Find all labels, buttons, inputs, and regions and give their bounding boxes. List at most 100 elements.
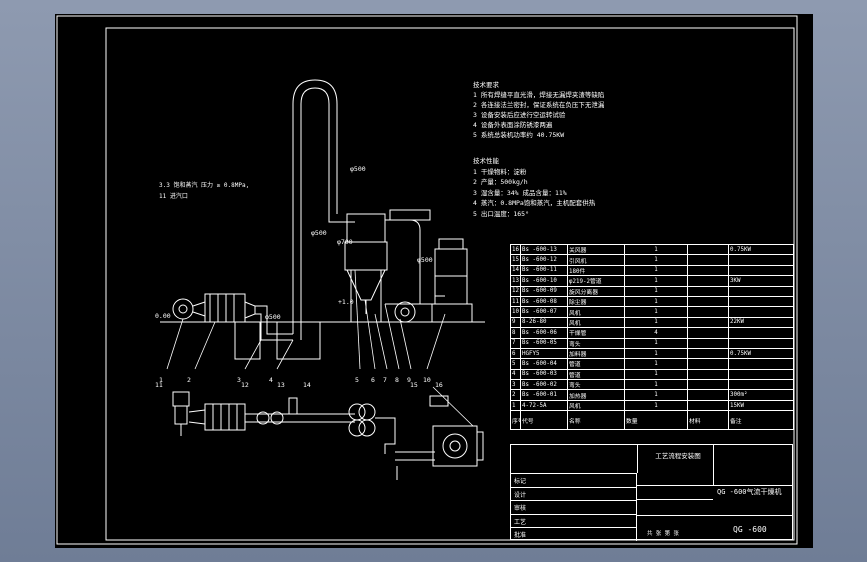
bom-no: 16 [510,243,521,256]
bom-name: 弯头 [567,337,625,349]
callout-6: 6 [371,376,375,384]
bom-material [687,254,729,266]
elevation-view [160,79,485,360]
bom-note: 0.75KW [728,347,794,360]
bom-no: 13 [510,275,521,287]
bom-name: 除尘器 [567,295,625,308]
bom-qty: 4 [624,327,688,339]
bom-no: 14 [510,264,521,277]
callout-12: 12 [241,381,249,389]
bom-code: Bs -600-01 [520,389,568,401]
callout-14: 14 [303,381,311,389]
drying-tube [292,79,338,334]
bom-note [728,295,794,308]
dim-label: φ500 [311,229,327,237]
fan-9 [394,301,416,323]
cad-drawing [56,15,798,545]
dim-label: φ500 [350,165,366,173]
bom-code: HGFY5 [520,347,568,360]
bom-note [728,379,794,391]
bom-qty: 1 [624,254,688,266]
motor-box [429,395,449,407]
bom-header-name: 名称 [567,410,625,431]
bom-code: Bs -600-09 [520,285,568,297]
callout-1: 1 [159,376,163,384]
title-row-label: 设计 [514,491,527,499]
drawing-canvas: 技术要求 1 所有焊缝平直光滑，焊接无漏焊夹渣等缺陷 2 各连接法兰密封，保证系… [55,14,813,548]
callout-13: 13 [277,381,285,389]
bom-no: 10 [510,306,521,318]
fan-plan [432,425,478,467]
outer-frame [56,15,798,545]
bom-no: 11 [510,295,521,308]
tech-perf-item: 3 湿含量：34% 成品含量：11% [473,188,567,197]
bom-no: 2 [510,389,521,401]
bom-no: 5 [510,358,521,370]
dim-label: φ500 [265,313,281,321]
sheet-info: 共 张 第 张 [647,531,679,537]
tech-perf-item: 4 蒸汽：0.8MPa饱和蒸汽，主机配套供热 [473,199,596,207]
bom-no: 4 [510,368,521,381]
title-rows: 标记设计审核工艺批准 [511,473,637,541]
bom-header-material: 材料 [687,410,729,431]
callout-2: 2 [187,376,191,384]
bom-material [687,327,729,339]
bom-code: Bs -600-03 [520,368,568,381]
bom-note: 15KW [728,399,794,412]
callout-16: 16 [435,381,443,389]
bom-note [728,327,794,339]
bom-qty: 1 [624,316,688,329]
title-row-label: 审核 [514,505,527,513]
bom-note: 0.75KW [728,243,794,256]
callout-4: 4 [269,376,273,384]
bom-code: Bs -600-04 [520,358,568,370]
bom-header-no: 序号 [510,410,521,431]
tech-perf-item: 1 干燥物料：淀粉 [473,167,527,176]
tech-req-item: 5 系统总装机功率约 40.75KW [473,131,565,139]
inner-frame [105,27,795,541]
callout-8: 8 [395,376,399,384]
bom-qty: 1 [624,347,688,360]
bom-code: Bs -600-13 [520,243,568,256]
bom-qty: 1 [624,285,688,297]
bom-code: 8-26-80 [520,316,568,329]
bom-qty: 1 [624,368,688,381]
bom-name: 风机 [567,316,625,329]
bom-name: 加热器 [567,389,625,401]
bom-no: 8 [510,327,521,339]
heater [204,293,246,323]
bom-code: Bs -600-12 [520,254,568,266]
title-row: 审核 [511,500,637,514]
bom-note: 3KW [728,275,794,287]
callout-5: 5 [355,376,359,384]
title-row: 设计 [511,486,637,501]
bom-name: φ219-2管道 [567,275,625,287]
title-row: 批准 [511,527,637,541]
drawing-number: QG -600 [733,525,767,534]
bom-header-note: 备注 [728,410,794,431]
bom-code: Bs -600-11 [520,264,568,277]
leader-lines [166,269,446,370]
bom-material [687,275,729,287]
bom-name: 风机 [567,399,625,412]
bom-note [728,337,794,349]
bom-name: 弯头 [567,379,625,391]
bom-code: Bs -600-08 [520,295,568,308]
bom-material [687,358,729,370]
elevation-label: 0.00 [155,312,171,320]
bom-code: Bs -600-07 [520,306,568,318]
tech-performance-block: 技术性能 1 干燥物料：淀粉 2 产量：500kg/h 3 湿含量：34% 成品… [473,156,595,219]
bom-qty: 1 [624,358,688,370]
bom-material [687,368,729,381]
title-row-label: 工艺 [514,518,527,526]
bom-qty: 1 [624,275,688,287]
